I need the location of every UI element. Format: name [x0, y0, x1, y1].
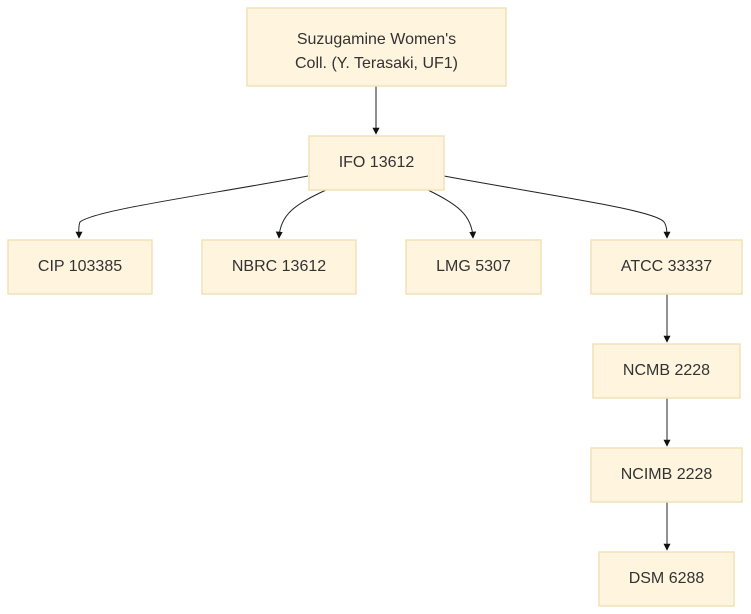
edge-ifo-to-lmg [427, 189, 477, 239]
node-cip: CIP 103385 [7, 239, 153, 295]
node-suzugamine-line-2: Coll. (Y. Terasaki, UF1) [295, 55, 458, 72]
node-nbrc-label: NBRC 13612 [232, 258, 326, 275]
node-atcc-label: ATCC 33337 [621, 258, 712, 275]
node-ncmb-label: NCMB 2228 [623, 362, 710, 379]
node-suzugamine-line-1: Suzugamine Women's [297, 31, 456, 48]
node-dsm-label: DSM 6288 [629, 570, 705, 587]
node-cip-label: CIP 103385 [38, 258, 122, 275]
node-lmg: LMG 5307 [405, 239, 542, 295]
node-ncimb: NCIMB 2228 [590, 447, 743, 503]
edges [75, 86, 671, 551]
node-ifo-label: IFO 13612 [339, 154, 415, 171]
edge-ifo-to-nbrc [275, 189, 327, 239]
node-ncmb: NCMB 2228 [592, 343, 741, 399]
node-lmg-label: LMG 5307 [436, 258, 511, 275]
node-ncimb-label: NCIMB 2228 [621, 466, 713, 483]
edge-ifo-to-cip [75, 175, 309, 239]
node-ifo: IFO 13612 [308, 135, 445, 191]
node-suzugamine: Suzugamine Women's Coll. (Y. Terasaki, U… [246, 7, 507, 87]
node-dsm: DSM 6288 [598, 551, 735, 607]
edge-ifo-to-atcc [443, 175, 671, 239]
node-atcc: ATCC 33337 [590, 239, 743, 295]
node-nbrc: NBRC 13612 [201, 239, 357, 295]
